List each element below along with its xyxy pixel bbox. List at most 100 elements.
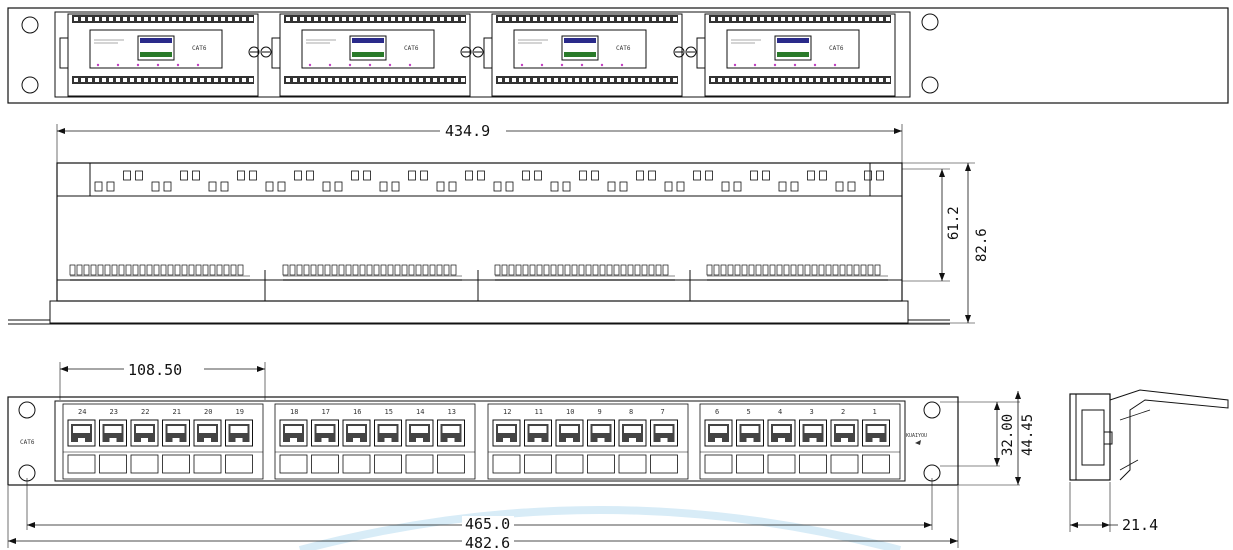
watermark-arc: [298, 506, 902, 550]
mount-hole-top-right-1: [921, 13, 939, 31]
module-cat6-label: CAT6: [192, 45, 207, 52]
label-slot: [342, 454, 371, 474]
vent-hole: [477, 170, 485, 181]
port-number-label: 14: [416, 408, 424, 416]
port-number-label: 4: [778, 408, 782, 416]
rj45-port: 5: [736, 408, 764, 474]
vent-hole: [208, 181, 217, 192]
vent-hole: [550, 181, 559, 192]
vent-hole: [664, 181, 673, 192]
vent-hole: [322, 181, 331, 192]
vent-hole: [220, 181, 229, 192]
vent-holes: [94, 170, 884, 192]
dim-label-mount-width: 465.0: [465, 515, 510, 533]
port-number-label: 5: [747, 408, 751, 416]
label-slot: [193, 454, 222, 474]
vent-hole: [277, 181, 286, 192]
front-hole-right-1: [923, 401, 941, 419]
vent-hole: [790, 181, 799, 192]
module-cat6-label: CAT6: [616, 45, 631, 52]
front-panel-frame: [7, 396, 959, 486]
brand-label: KUAIYOU: [906, 433, 927, 439]
label-slot: [555, 454, 584, 474]
vent-hole: [607, 181, 616, 192]
idc-block: [494, 264, 675, 281]
top-view-inner: [54, 11, 911, 98]
port-number-label: 12: [503, 408, 511, 416]
port-number-label: 6: [715, 408, 719, 416]
vent-hole: [579, 170, 587, 181]
rj45-port: 10: [555, 408, 584, 474]
vent-hole: [180, 170, 188, 181]
vent-hole: [591, 170, 599, 181]
label-slot: [767, 454, 796, 474]
rj45-port: 14: [405, 408, 434, 474]
idc-block: [69, 264, 250, 281]
label-slot: [862, 454, 890, 474]
port-number-label: 9: [598, 408, 602, 416]
idc-block: [282, 264, 462, 281]
label-slot: [99, 454, 127, 474]
mount-hole-top-right-2: [921, 76, 939, 94]
vent-hole: [436, 181, 445, 192]
port-number-label: 17: [322, 408, 330, 416]
dim-label-depth-outer: 82.6: [974, 228, 990, 262]
vent-hole: [123, 170, 131, 181]
dim-label-side-depth: 21.4: [1122, 516, 1158, 534]
rj45-port: 7: [650, 408, 678, 474]
vent-hole: [534, 170, 542, 181]
label-slot: [799, 454, 827, 474]
port-number-label: 8: [629, 408, 633, 416]
vent-hole: [562, 181, 571, 192]
vent-hole: [619, 181, 628, 192]
port-number-label: 21: [173, 408, 181, 416]
vent-hole: [636, 170, 644, 181]
vent-hole: [676, 181, 685, 192]
vent-hole: [693, 170, 701, 181]
vent-hole: [408, 170, 416, 181]
label-slot: [162, 454, 190, 474]
label-slot: [130, 454, 159, 474]
rj45-port: 2: [830, 408, 859, 474]
rj45-port: 20: [193, 408, 222, 474]
vent-hole: [237, 170, 245, 181]
label-slot: [279, 454, 308, 474]
vent-hole: [876, 170, 884, 181]
rj45-port: 23: [99, 408, 127, 474]
vent-hole: [351, 170, 359, 181]
vent-hole: [306, 170, 314, 181]
label-slot: [524, 454, 552, 474]
middle-view: 434.9 61.2 82.6: [8, 122, 990, 325]
dim-label-top-width: 434.9: [445, 122, 490, 140]
port-number-label: 3: [810, 408, 814, 416]
vent-hole: [493, 181, 502, 192]
front-hole-left-1: [18, 401, 36, 419]
port-number-label: 20: [204, 408, 212, 416]
idc-terminal-row: [69, 264, 888, 301]
vent-hole: [192, 170, 200, 181]
side-profile-body: [1069, 393, 1111, 481]
brand-logo-icon: [915, 440, 921, 445]
rj45-port: 6: [704, 408, 733, 474]
vent-hole: [522, 170, 530, 181]
dim-arrow-left: [57, 128, 65, 134]
rj45-port: 15: [374, 408, 402, 474]
label-slot: [704, 454, 733, 474]
port-number-label: 19: [236, 408, 244, 416]
dim-label-hole-spacing: 32.00: [1000, 414, 1016, 456]
vent-hole: [864, 170, 872, 181]
side-bottom-rail: [49, 300, 909, 324]
vent-hole: [94, 181, 103, 192]
label-slot: [650, 454, 678, 474]
vent-hole: [448, 181, 457, 192]
front-panel-inner: [54, 400, 906, 482]
vent-hole: [106, 181, 115, 192]
label-slot: [225, 454, 253, 474]
dim-label-depth-inner: 61.2: [946, 206, 962, 240]
rj45-port: 16: [342, 408, 371, 474]
top-view-frame: [7, 7, 1229, 104]
